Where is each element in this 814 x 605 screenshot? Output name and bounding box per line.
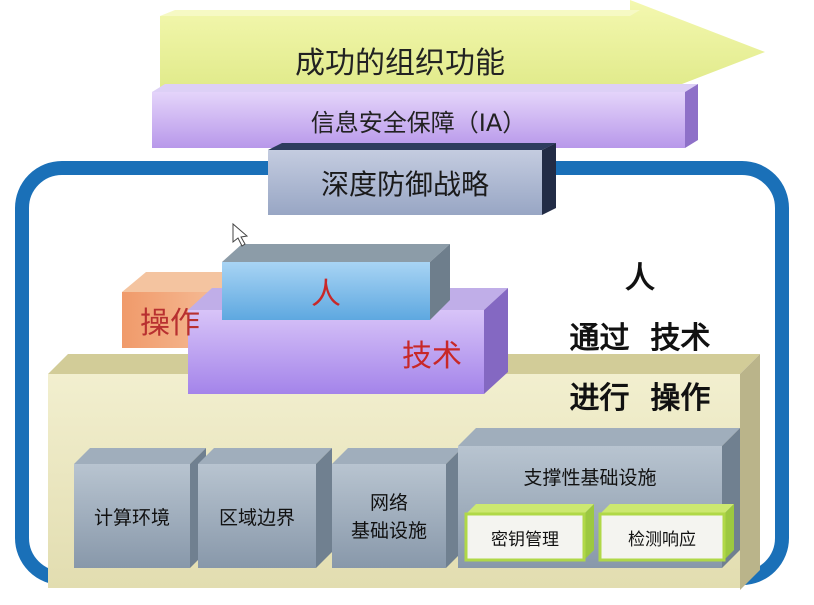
detect-respond-label: 检测响应 (628, 529, 696, 550)
success-arrow-label: 成功的组织功能 (295, 46, 505, 81)
ia-bar (152, 84, 698, 148)
technology-label: 技术 (402, 339, 462, 374)
enclave-boundary-label: 区域边界 (218, 506, 295, 529)
operation-label: 操作 (140, 306, 200, 341)
supporting-infra-label: 支撑性基础设施 (523, 466, 657, 489)
computing-env-label: 计算环境 (93, 506, 170, 529)
slogan-line-3: 进行 操作 (569, 381, 711, 416)
key-mgmt-label: 密钥管理 (491, 529, 559, 550)
infra-boundary (198, 448, 332, 568)
infra-computing (74, 448, 206, 568)
network-infra-label-2: 基础设施 (350, 519, 427, 542)
detect-respond-box (598, 504, 734, 562)
key-mgmt-box (464, 504, 594, 562)
people-block (222, 244, 450, 320)
slogan-line-1: 人 (625, 261, 655, 296)
defense-in-depth-bar (268, 143, 556, 215)
success-arrow (160, 0, 765, 104)
network-infra-label-1: 网络 (369, 491, 408, 514)
mouse-cursor-icon (232, 222, 249, 247)
ia-bar-label: 信息安全保障（IA） (310, 108, 527, 137)
slogan-line-2: 通过 技术 (569, 321, 711, 356)
people-label: 人 (311, 277, 341, 312)
defense-in-depth-label: 深度防御战略 (320, 167, 489, 201)
